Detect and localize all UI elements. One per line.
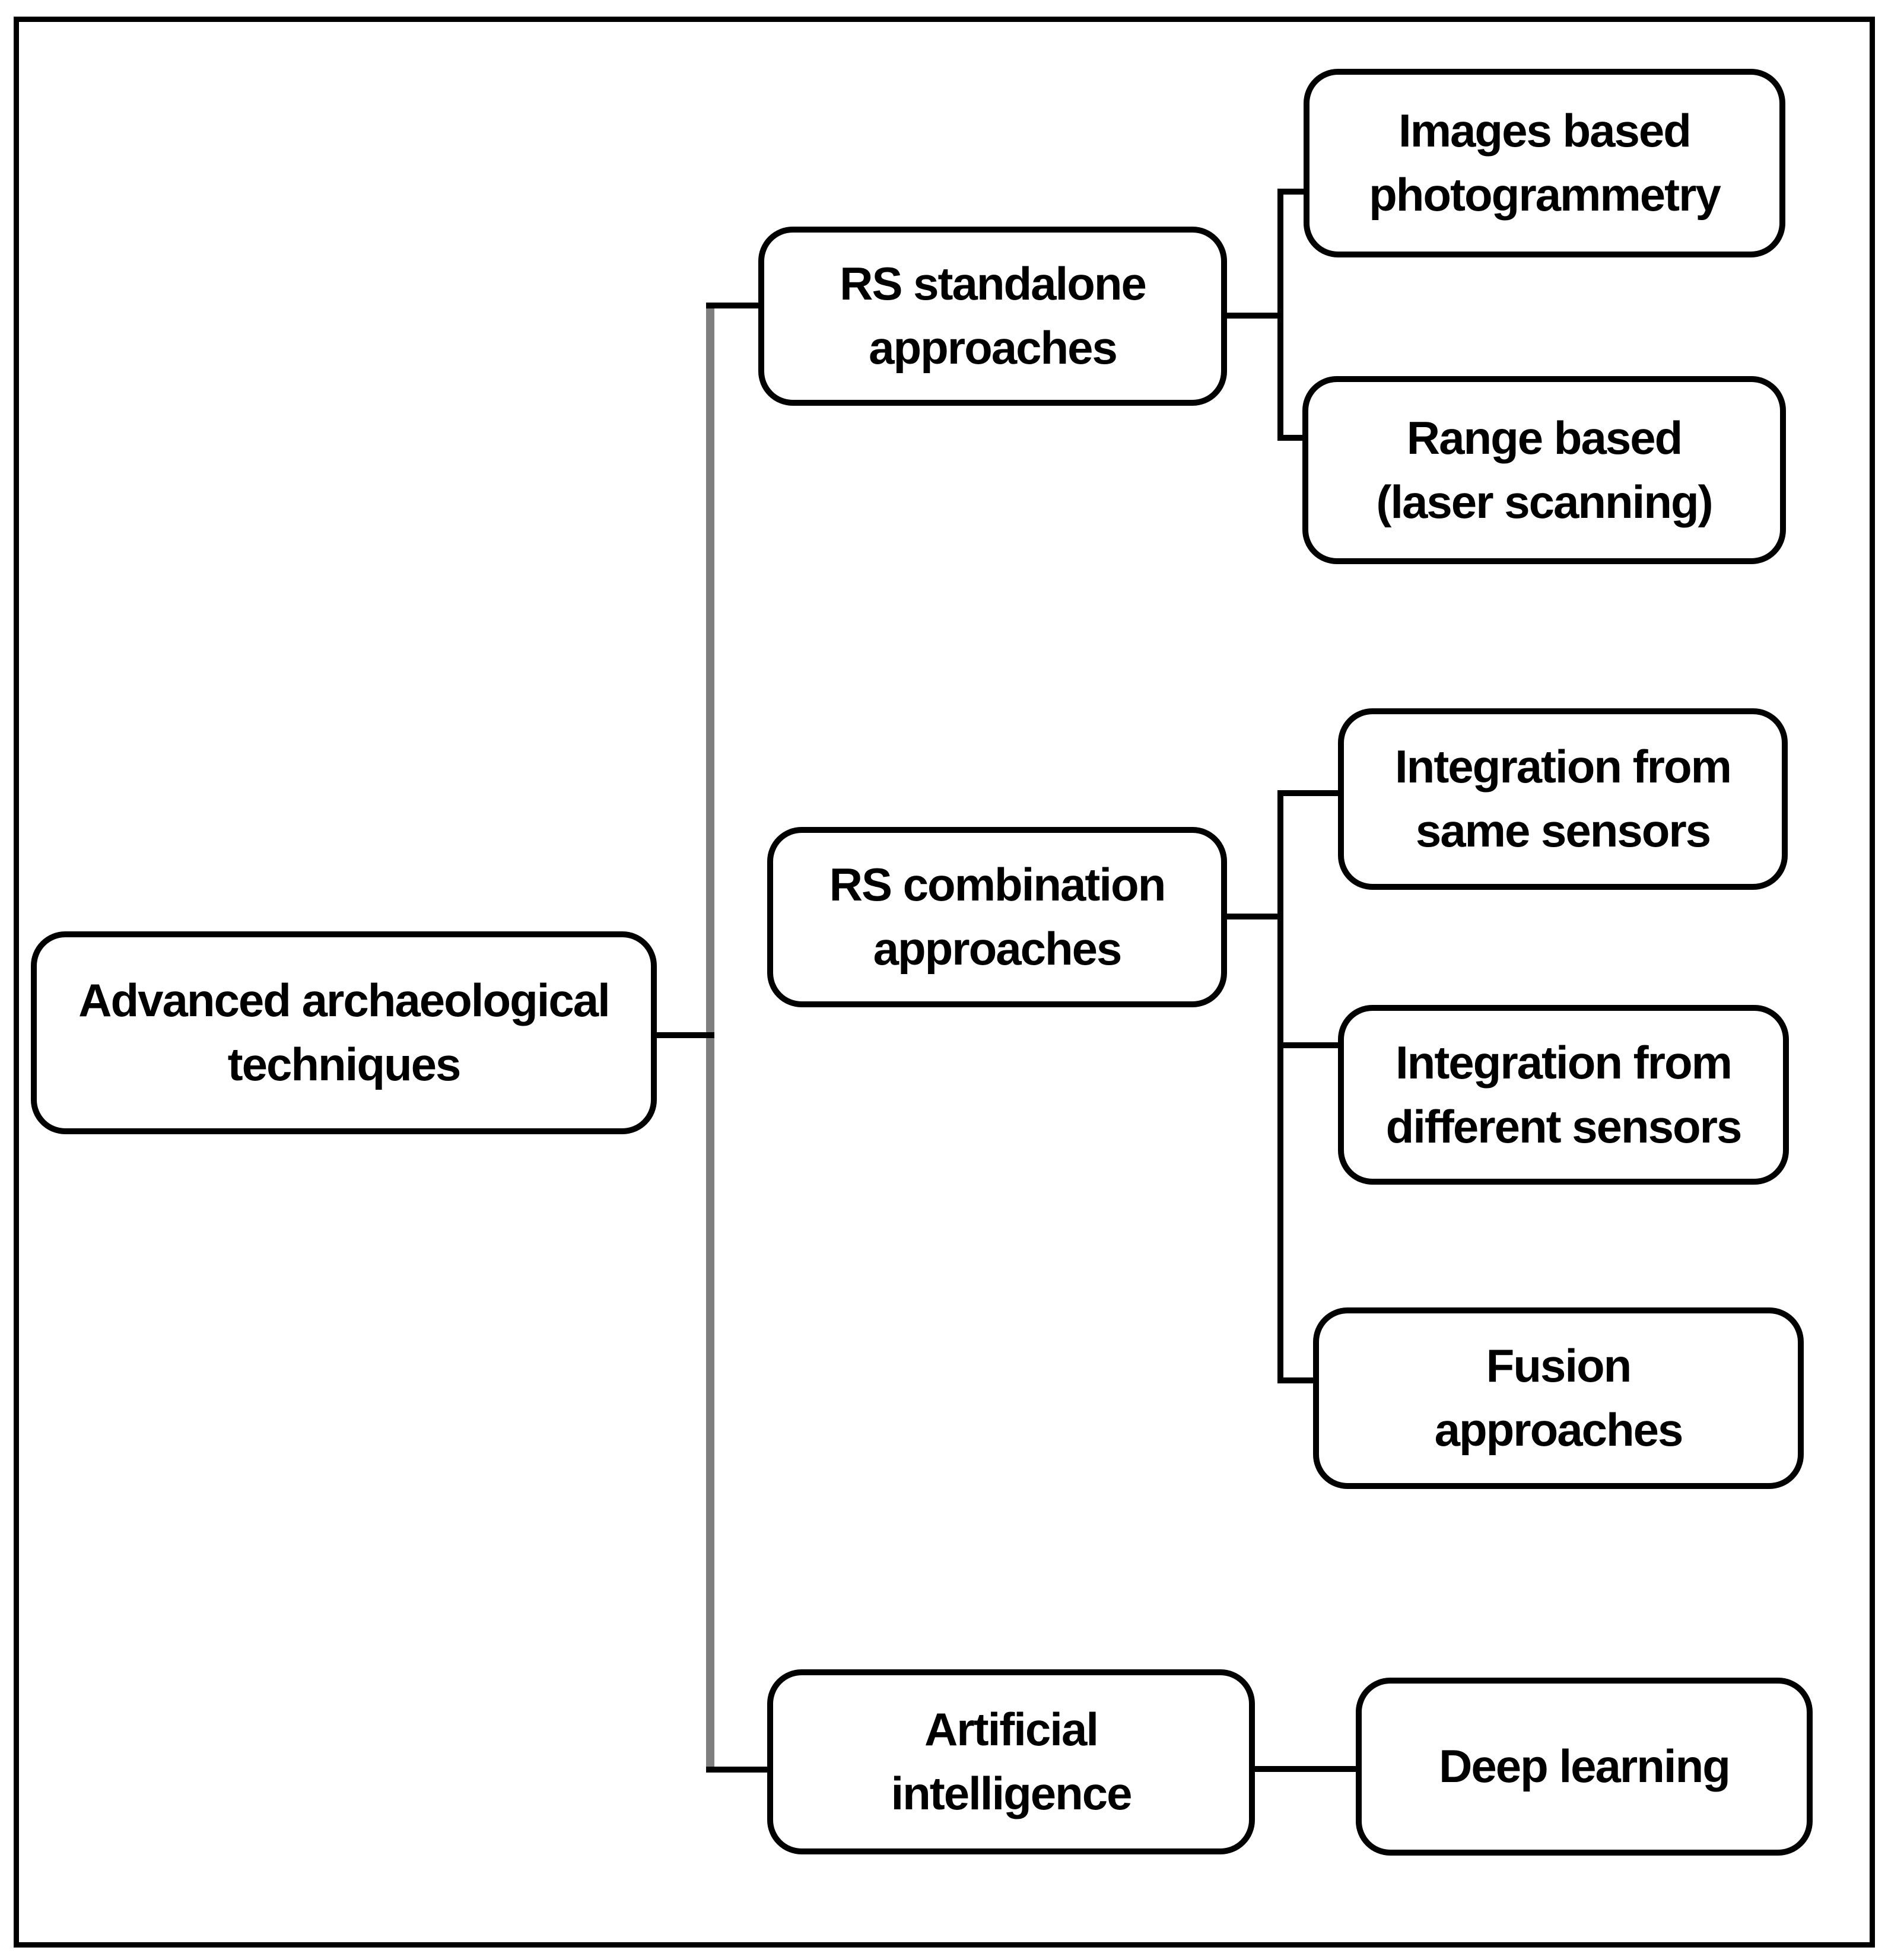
node-integration-same-sensors: Integration from same sensors (1338, 708, 1788, 890)
node-range-laser-scanning: Range based (laser scanning) (1302, 376, 1786, 564)
node-rs-standalone: RS standalone approaches (758, 227, 1227, 406)
node-label: Range based (laser scanning) (1376, 411, 1713, 528)
node-fusion-approaches: Fusion approaches (1313, 1307, 1804, 1489)
node-label: Fusion approaches (1434, 1339, 1684, 1456)
diagram-frame (14, 17, 1875, 1948)
node-label: Advanced archaeological techniques (78, 974, 611, 1090)
node-rs-combination: RS combination approaches (767, 827, 1227, 1007)
node-label: RS standalone approaches (840, 257, 1147, 374)
node-images-photogrammetry: Images based photogrammetry (1304, 69, 1785, 257)
node-artificial-intelligence: Artificial intelligence (767, 1669, 1255, 1854)
node-root: Advanced archaeological techniques (31, 931, 657, 1134)
node-integration-different-sensors: Integration from different sensors (1338, 1005, 1789, 1185)
node-deep-learning: Deep learning (1356, 1678, 1813, 1856)
node-label: Artificial intelligence (891, 1703, 1132, 1819)
node-label: Integration from different sensors (1385, 1036, 1743, 1153)
node-label: Deep learning (1439, 1740, 1731, 1793)
node-label: Images based photogrammetry (1369, 104, 1721, 221)
node-label: Integration from same sensors (1395, 740, 1732, 857)
node-label: RS combination approaches (829, 858, 1167, 975)
